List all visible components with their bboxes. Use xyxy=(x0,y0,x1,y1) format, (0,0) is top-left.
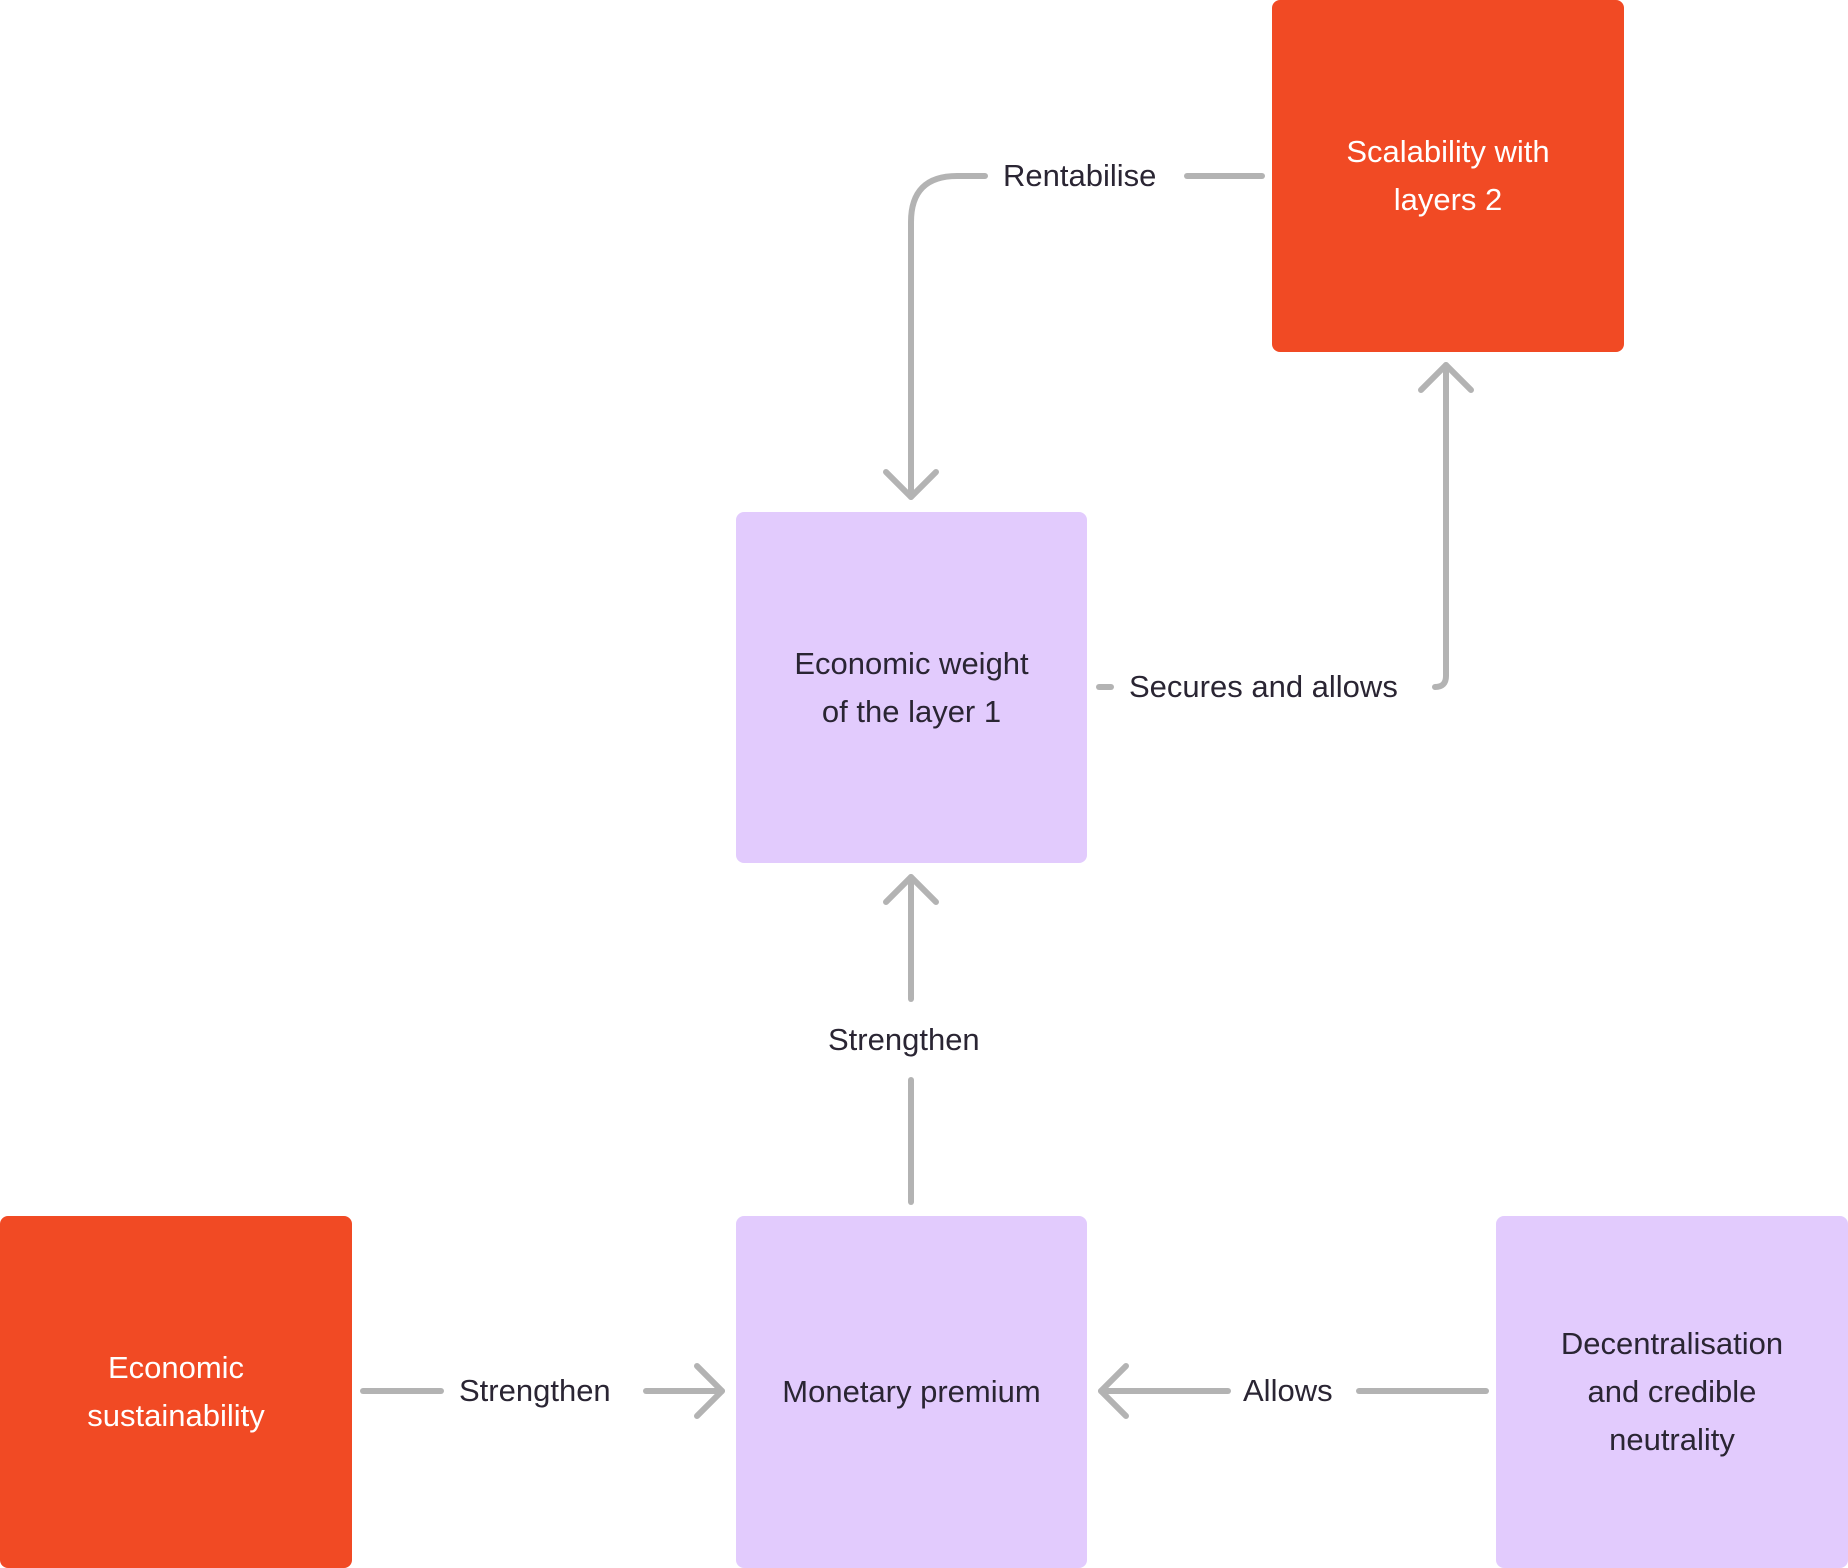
allows-arrowhead xyxy=(1098,1363,1129,1419)
node-decentralisation-credible-neutrality: Decentralisation and credible neutrality xyxy=(1496,1216,1848,1568)
edge-label-strengthen-vertical: Strengthen xyxy=(828,1022,980,1057)
strengthen-horizontal-arrowhead xyxy=(694,1363,725,1419)
node-monetary-premium-label: Monetary premium xyxy=(782,1374,1041,1409)
node-scalability-label: Scalability with layers 2 xyxy=(1346,134,1550,217)
node-economic-weight-label: Economic weight of the layer 1 xyxy=(794,646,1029,729)
node-decentralisation-label: Decentralisation and credible neutrality xyxy=(1560,1326,1784,1457)
strengthen-vertical-arrowhead xyxy=(883,874,939,905)
node-scalability-layers-2: Scalability with layers 2 xyxy=(1272,0,1624,352)
edge-label-strengthen-horizontal: Strengthen xyxy=(459,1373,611,1408)
secures-line-right xyxy=(1432,362,1449,690)
edge-label-allows: Allows xyxy=(1243,1373,1333,1408)
rentabilise-arrowhead xyxy=(883,469,939,500)
rentabilise-line-left xyxy=(908,173,988,500)
node-monetary-premium: Monetary premium xyxy=(736,1216,1087,1568)
node-economic-sustainability-label: Economic sustainability xyxy=(87,1350,265,1433)
node-economic-sustainability: Economic sustainability xyxy=(0,1216,352,1568)
secures-arrowhead xyxy=(1418,362,1474,393)
edge-label-rentabilise: Rentabilise xyxy=(1003,158,1157,193)
node-economic-weight-layer-1: Economic weight of the layer 1 xyxy=(736,512,1087,863)
edge-label-secures-and-allows: Secures and allows xyxy=(1129,669,1398,704)
